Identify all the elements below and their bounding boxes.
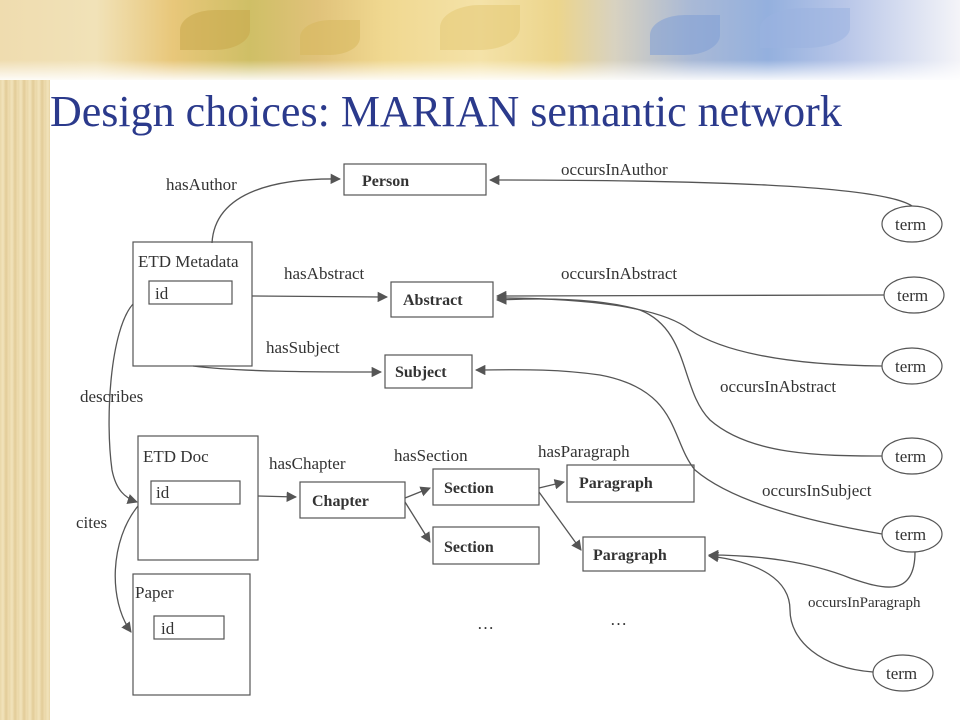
label-has-subject: hasSubject [266,338,340,357]
edge-has-abstract [251,291,389,303]
term-node-6 [872,654,934,692]
section-node-2 [432,526,540,565]
edge-has-paragraph-2 [538,491,582,551]
paragraph-label-2: Paragraph [593,547,667,564]
left-texture-strip [0,0,50,720]
label-has-section: hasSection [394,446,468,465]
label-occurs-in-subject: occursInSubject [762,481,872,500]
edge-occurs-in-paragraph-1 [707,549,916,588]
top-decorative-banner [0,0,960,80]
etd-doc-id-label: id [156,483,170,502]
etd-metadata-id-label: id [155,284,169,303]
person-label: Person [362,173,409,190]
edge-occurs-in-paragraph-2 [707,551,874,673]
label-has-author: hasAuthor [166,175,237,194]
edge-has-paragraph-1 [538,479,566,490]
label-cites: cites [76,513,107,532]
edge-has-section-1 [404,486,431,499]
abstract-node [390,281,494,318]
section-node-1 [432,468,540,506]
term-label-2: term [897,286,928,305]
etd-doc-id-box [150,480,241,505]
label-occurs-in-abstract-1: occursInAbstract [561,264,677,283]
edge-occurs-in-subject [474,364,883,535]
leaf-decoration [760,8,850,48]
paper-id-box [153,615,225,640]
ellipsis-1: … [477,614,494,633]
term-label-6: term [886,664,917,683]
edge-cites [114,505,139,633]
leaf-decoration [440,5,520,50]
leaf-decoration [300,20,360,55]
term-label-3: term [895,357,926,376]
leaf-decoration [180,10,250,50]
paragraph-label-1: Paragraph [579,475,653,492]
section-label-2: Section [444,539,494,556]
person-node [343,163,487,196]
paper-id-label: id [161,619,175,638]
label-occurs-in-paragraph: occursInParagraph [808,595,921,611]
edge-occurs-in-author [488,174,913,207]
subject-label: Subject [395,364,447,381]
label-occurs-in-abstract-2: occursInAbstract [720,377,836,396]
edge-occurs-in-abstract-2 [495,292,883,367]
etd-metadata-id-box [148,280,233,305]
etd-doc-label: ETD Doc [143,447,209,466]
label-occurs-in-author: occursInAuthor [561,160,668,179]
edge-has-section-2 [404,501,431,543]
edge-occurs-in-abstract-3 [495,294,883,457]
paragraph-node-2 [582,536,706,572]
edge-has-chapter [257,491,298,502]
slide-title: Design choices: MARIAN semantic network [50,87,842,136]
ellipsis-2: … [610,610,627,629]
paragraph-node-1 [566,464,695,503]
term-label-1: term [895,215,926,234]
edge-has-subject [192,365,383,378]
edge-has-author [211,173,342,244]
label-describes: describes [80,387,143,406]
etd-metadata-label: ETD Metadata [138,252,239,271]
edge-describes [108,303,138,504]
label-has-chapter: hasChapter [269,454,346,473]
leaf-decoration [650,15,720,55]
banner-fade [0,60,960,80]
subject-node [384,354,473,389]
label-has-abstract: hasAbstract [284,264,365,283]
paper-label: Paper [135,583,174,602]
abstract-label: Abstract [403,292,463,309]
section-label-1: Section [444,480,494,497]
chapter-node [299,481,406,519]
term-label-4: term [895,447,926,466]
chapter-label: Chapter [312,493,369,510]
label-has-paragraph: hasParagraph [538,442,630,461]
term-label-5: term [895,525,926,544]
edge-occurs-in-abstract-1 [495,290,885,302]
